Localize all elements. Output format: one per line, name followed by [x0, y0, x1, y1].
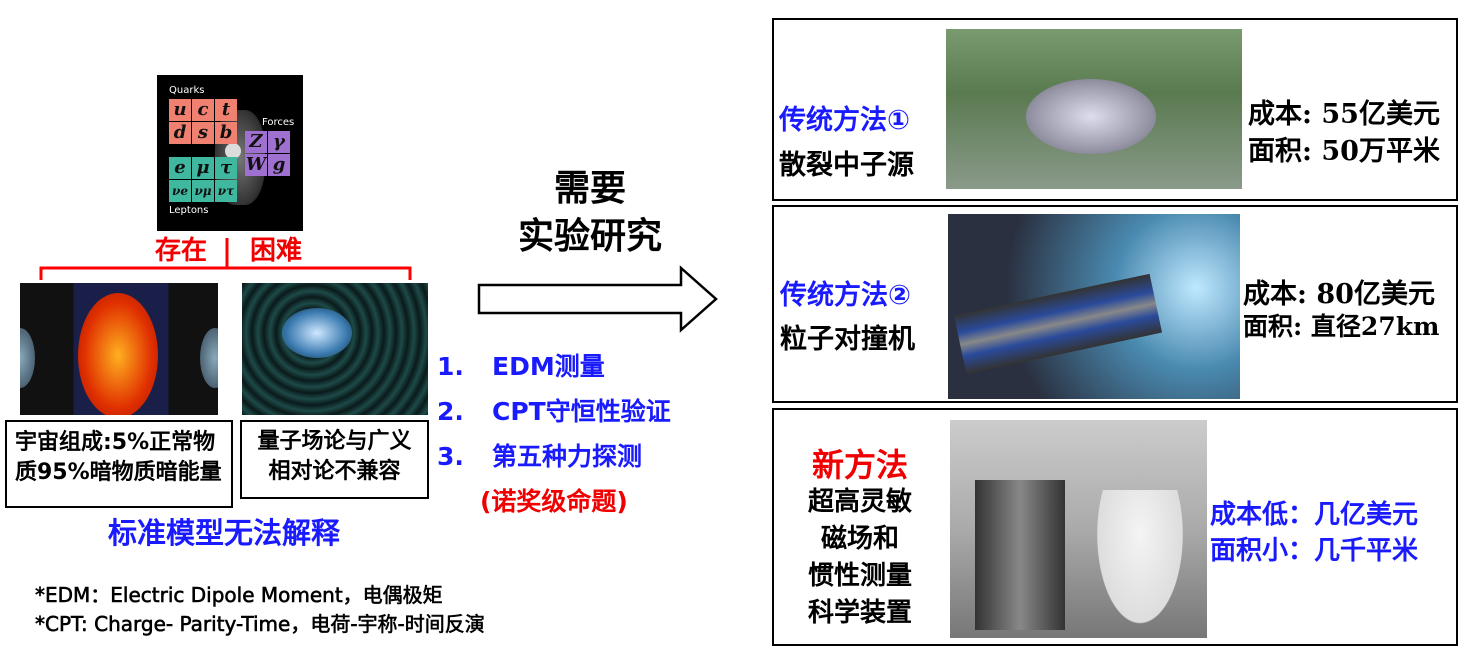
method-box-1: 传统方法① 散裂中子源 成本: 55亿美元 面积: 50万平米: [772, 18, 1458, 201]
spallation-source-image: [946, 29, 1242, 189]
particle-cell: Z: [245, 131, 267, 153]
gravitational-wave-image: [242, 283, 428, 415]
particle-cell: u: [169, 99, 191, 121]
conclusion-text: 标准模型无法解释: [108, 516, 341, 550]
nobel-note: (诺奖级命题): [480, 487, 628, 516]
bracket-right-label: 困难: [250, 236, 303, 266]
red-bracket: [39, 238, 412, 280]
footnote-edm: *EDM：Electric Dipole Moment，电偶极矩: [35, 583, 443, 608]
dark-matter-box: 宇宙组成:5%正常物 质95%暗物质暗能量: [5, 420, 233, 508]
right-arrow: [477, 265, 718, 333]
particle-cell: b: [215, 122, 237, 144]
footnote-cpt: *CPT: Charge- Parity-Time，电荷-宇称-时间反演: [35, 612, 485, 637]
arrow-label: 需要 实验研究: [517, 168, 662, 257]
particle-cell: s: [192, 122, 214, 144]
particle-cell: t: [215, 99, 237, 121]
sun-earth-image: [20, 283, 218, 415]
gravity-box: 量子场论与广义 相对论不兼容: [240, 420, 429, 499]
particle-cell: νμ: [192, 180, 214, 202]
particle-cell: τ: [215, 157, 237, 179]
particle-cell: μ: [192, 157, 214, 179]
method-box-2: 传统方法② 粒子对撞机 成本: 80亿美元 面积: 直径27km: [772, 205, 1458, 403]
research-list: 1.EDM测量 2.CPT守恒性验证 3.第五种力探测: [437, 344, 671, 479]
particle-cell: ντ: [215, 180, 237, 202]
particle-cell: d: [169, 122, 191, 144]
list-item: 3.第五种力探测: [437, 442, 643, 471]
particle-cell: νe: [169, 180, 191, 202]
particle-cell: e: [169, 157, 191, 179]
particle-cell: γ: [268, 131, 290, 153]
bracket-left-label: 存在: [155, 236, 208, 266]
new-device-lab-image: [950, 420, 1207, 638]
method-box-3: 新方法 超高灵敏 磁场和 惯性测量 科学装置 成本低：几亿美元 面积小：几千平米: [772, 408, 1458, 646]
list-item: 1.EDM测量: [437, 352, 605, 381]
particle-cell: W: [245, 154, 267, 176]
particle-cell: g: [268, 154, 290, 176]
particle-cell: c: [192, 99, 214, 121]
list-item: 2.CPT守恒性验证: [437, 397, 671, 426]
particle-collider-image: [948, 214, 1240, 399]
